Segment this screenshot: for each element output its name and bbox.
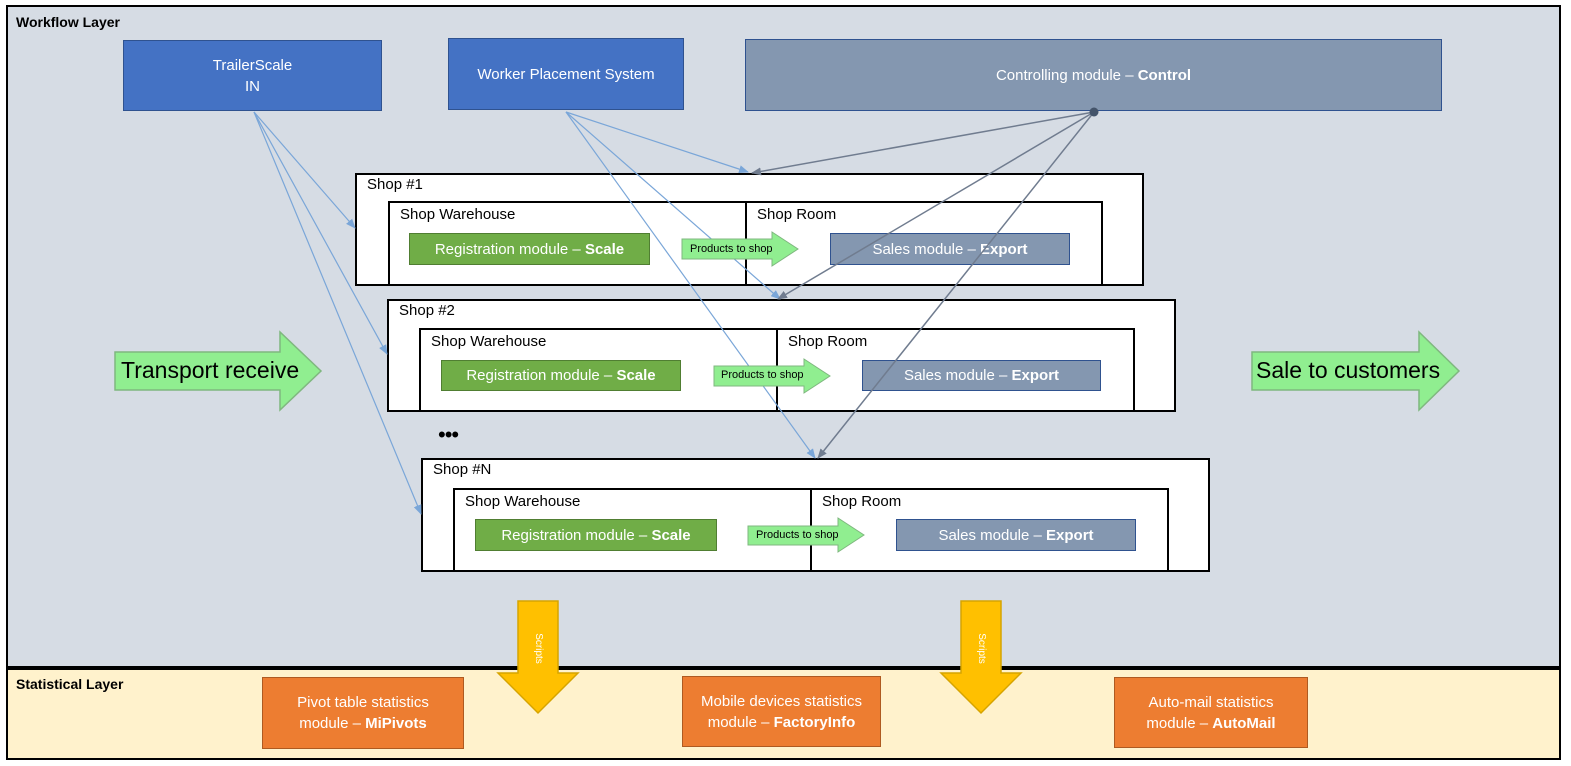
shop-1-title: Shop #1 — [367, 176, 423, 193]
shop-1-warehouse-label: Shop Warehouse — [400, 206, 516, 223]
scripts-arrow-right — [939, 600, 1023, 715]
trailerscale-to-shop-n — [253, 111, 422, 515]
scripts-label-right-wrap: Scripts — [961, 628, 1001, 668]
trailerscale-name: TrailerScale — [212, 56, 293, 74]
trailerscale-to-shop-2 — [253, 111, 388, 355]
shop-n-sales-module[interactable]: Sales module – Export — [896, 519, 1136, 551]
trailerscale-connectors — [253, 111, 422, 515]
shop-2-registration-module[interactable]: Registration module – Scale — [441, 360, 681, 391]
scripts-label-left: Scripts — [532, 632, 544, 664]
sale-to-customers-arrow — [1251, 330, 1461, 412]
automail-statistics-module[interactable]: Auto-mail statistics module – AutoMail — [1114, 677, 1308, 748]
scripts-label-right: Scripts — [975, 632, 987, 664]
worker-placement-module[interactable]: Worker Placement System — [448, 38, 684, 110]
control-junction-dot — [1089, 107, 1099, 117]
sale-to-customers-label: Sale to customers — [1256, 357, 1441, 383]
shop-n-products-arrow — [747, 517, 865, 553]
shop-2-sales-module[interactable]: Sales module – Export — [862, 360, 1101, 391]
worker-to-shop-1 — [565, 111, 749, 173]
transport-receive-label: Transport receive — [121, 357, 300, 383]
shop-2-title: Shop #2 — [399, 302, 455, 319]
scripts-arrow-left — [496, 600, 580, 715]
worker-placement-label: Worker Placement System — [477, 65, 655, 83]
worker-placement-connectors — [565, 111, 816, 459]
controlling-module[interactable]: Controlling module – Control — [745, 39, 1442, 111]
shop-1-sales-module[interactable]: Sales module – Export — [830, 233, 1070, 265]
shop-n-title: Shop #N — [433, 461, 492, 478]
workflow-layer-title: Workflow Layer — [16, 14, 120, 30]
shop-n-room-label: Shop Room — [822, 493, 902, 510]
shop-2-products-arrow — [713, 358, 831, 394]
shop-1-registration-module[interactable]: Registration module – Scale — [409, 233, 650, 265]
pivot-statistics-module[interactable]: Pivot table statistics module – MiPivots — [262, 677, 464, 749]
statistical-layer-title: Statistical Layer — [16, 676, 124, 692]
shop-n-products-label: Products to shop — [756, 529, 839, 541]
mobile-statistics-module[interactable]: Mobile devices statistics module – Facto… — [682, 676, 881, 747]
worker-to-shop-n — [565, 111, 816, 459]
shop-1-products-label: Products to shop — [690, 243, 773, 255]
controlling-connectors — [751, 111, 1095, 459]
control-to-shop-1 — [751, 111, 1095, 176]
shop-1-room-label: Shop Room — [757, 206, 837, 223]
trailerscale-module[interactable]: TrailerScale IN — [123, 40, 382, 111]
shop-n-warehouse-label: Shop Warehouse — [465, 493, 581, 510]
more-shops-ellipsis: ••• — [438, 422, 459, 447]
shop-2-products-label: Products to shop — [721, 369, 804, 381]
scripts-label-left-wrap: Scripts — [518, 628, 558, 668]
shop-1-products-arrow — [681, 231, 799, 267]
transport-receive-arrow — [114, 330, 323, 412]
trailerscale-to-shop-1 — [253, 111, 356, 229]
shop-2-room-label: Shop Room — [788, 333, 868, 350]
control-to-shop-n — [817, 111, 1095, 459]
shop-n-registration-module[interactable]: Registration module – Scale — [475, 519, 717, 551]
worker-to-shop-2 — [565, 111, 781, 300]
trailerscale-sub: IN — [245, 77, 260, 95]
controlling-label: Controlling module – Control — [995, 66, 1192, 84]
control-to-shop-2 — [777, 111, 1095, 300]
shop-2-warehouse-label: Shop Warehouse — [431, 333, 547, 350]
